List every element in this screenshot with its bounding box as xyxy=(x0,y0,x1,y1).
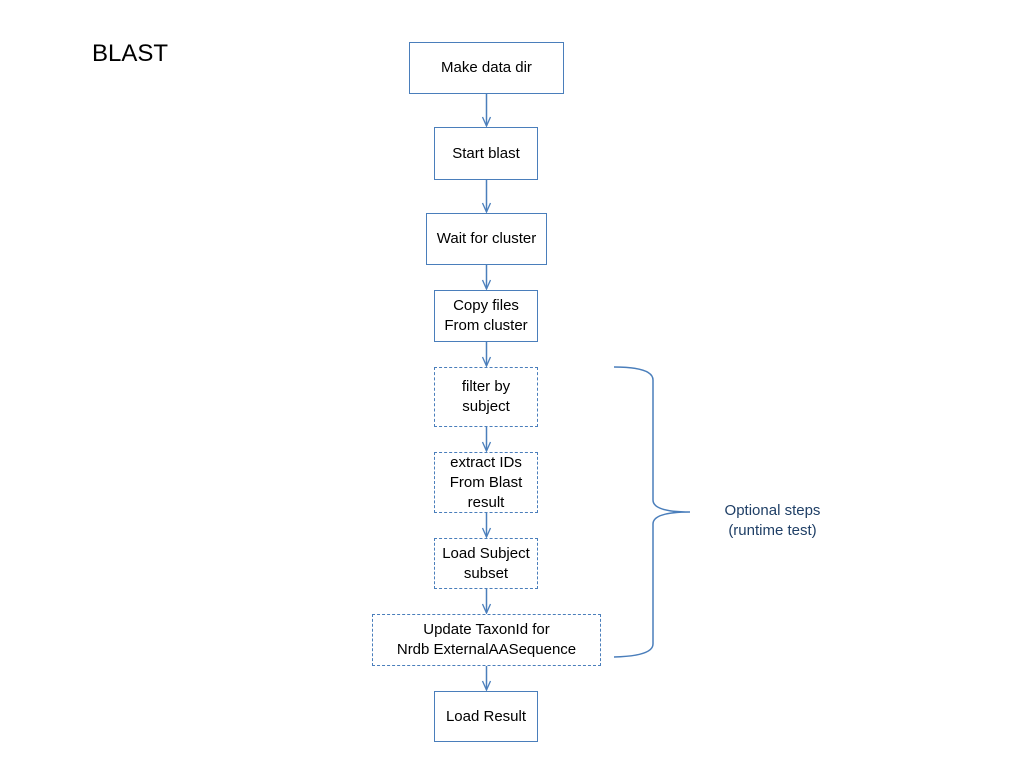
step-filter-by-subject: filter by subject xyxy=(434,367,538,427)
step-make-data-dir: Make data dir xyxy=(409,42,564,94)
step-label: Wait for cluster xyxy=(436,230,537,247)
step-label: Start blast xyxy=(452,144,520,162)
step-label: Load Subject xyxy=(442,544,530,562)
step-label: Copy files xyxy=(453,297,519,314)
optional-steps-label-line: (runtime test) xyxy=(728,522,817,539)
step-label: Load Result xyxy=(445,707,527,725)
optional-steps-label-line: Optional steps xyxy=(724,502,821,519)
optional-steps-brace xyxy=(613,366,691,658)
step-label: extract IDs xyxy=(450,453,522,471)
step-copy-files-from-cluster: Copy files From cluster xyxy=(434,290,538,342)
step-start-blast: Start blast xyxy=(434,127,538,180)
slide-title: BLAST xyxy=(92,40,169,67)
step-label: result xyxy=(467,493,505,511)
step-load-result: Load Result xyxy=(434,691,538,742)
step-label: From cluster xyxy=(444,317,528,334)
optional-steps-label: Optional steps (runtime test) xyxy=(700,501,845,541)
step-update-taxonid: Update TaxonId for Nrdb ExternalAASequen… xyxy=(372,614,601,666)
step-load-subject-subset: Load Subject subset xyxy=(434,538,538,589)
step-label: From Blast xyxy=(449,473,523,491)
step-label: filter by xyxy=(461,378,511,395)
step-label: subset xyxy=(463,564,509,582)
step-label: Update TaxonId for xyxy=(423,621,550,638)
step-extract-ids: extract IDs From Blast result xyxy=(434,452,538,513)
step-label: Make data dir xyxy=(441,59,532,76)
step-label: Nrdb ExternalAASequence xyxy=(396,641,577,658)
step-label: subject xyxy=(462,398,510,415)
step-wait-for-cluster: Wait for cluster xyxy=(426,213,547,265)
